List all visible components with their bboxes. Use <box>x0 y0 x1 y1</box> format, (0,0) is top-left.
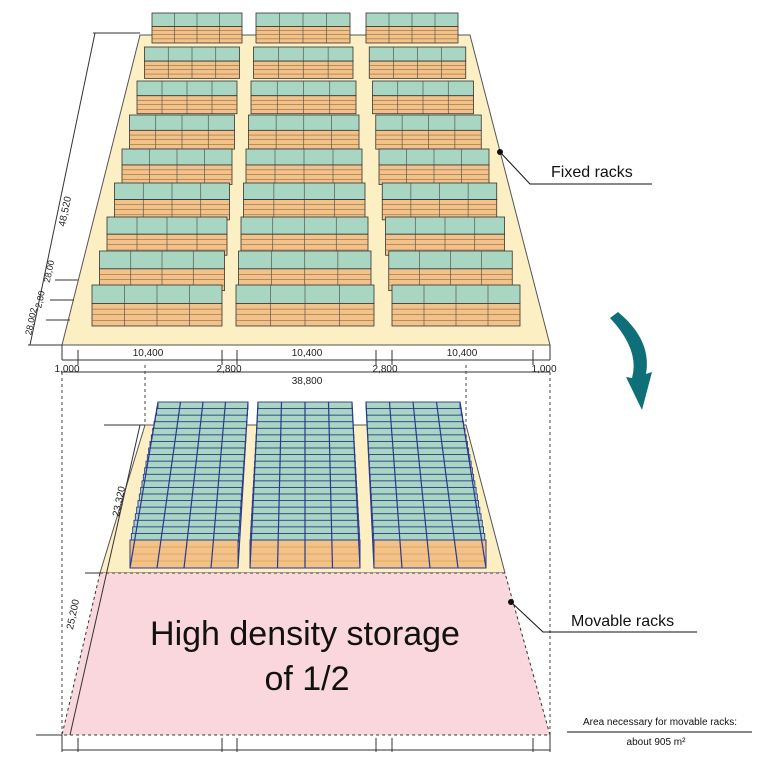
movable-racks-group <box>129 401 487 569</box>
rack-width-2-label: 10,400 <box>292 348 323 359</box>
movable-rack-frame <box>351 401 361 569</box>
projection-lines <box>61 365 551 735</box>
movable-rack-frame <box>327 401 334 569</box>
movable-rack-frame <box>237 401 249 569</box>
fixed-aisle-label: 28,00 <box>42 259 56 283</box>
movable-rack-frame <box>249 401 259 569</box>
movable-rack-frame <box>129 401 159 569</box>
fixed-small-label-2: 2,80 <box>33 290 46 309</box>
movable-rack-frame <box>412 401 431 569</box>
movable-rack-frame <box>210 401 227 569</box>
edge-right-label: 1,000 <box>531 364 556 375</box>
fixed-racks-label: Fixed racks <box>551 164 633 181</box>
fixed-small-label-1: 28,002 <box>23 307 39 336</box>
fixed-depth-label: 48,520 <box>57 195 74 228</box>
fixed-depth-dimension <box>28 32 140 346</box>
movable-dimension-lines <box>36 424 551 752</box>
saved-depth-label: 25,200 <box>65 598 82 631</box>
movable-rack-frame <box>365 401 375 569</box>
transition-arrow-icon <box>610 312 652 410</box>
movable-rack-frame <box>435 401 459 569</box>
rack-width-1-label: 10,400 <box>133 348 164 359</box>
high-density-title-line1: High density storage <box>150 615 460 653</box>
movable-rack-frame <box>459 401 487 569</box>
area-note-line2: about 905 m² <box>627 737 687 748</box>
saved-area <box>61 572 551 736</box>
movable-racks-label: Movable racks <box>571 613 674 630</box>
movable-rack-frame <box>183 401 204 569</box>
aisle-2-label: 2,800 <box>372 364 397 375</box>
fixed-racks-leader-line <box>499 151 652 185</box>
movable-rack-frame <box>276 401 283 569</box>
total-width-label: 38,800 <box>292 376 323 387</box>
movable-racks-leader-line <box>510 601 697 633</box>
fixed-racks-group <box>91 12 521 327</box>
edge-left-label: 1,000 <box>54 364 79 375</box>
high-density-title-line2: of 1/2 <box>264 660 349 698</box>
area-note-line1: Area necessary for movable racks: <box>583 717 737 728</box>
movable-rack-frame <box>156 401 182 569</box>
aisle-1-label: 2,800 <box>216 364 241 375</box>
rack-width-3-label: 10,400 <box>447 348 478 359</box>
width-dimension-lines <box>61 345 551 373</box>
movable-rack-frame <box>388 401 403 569</box>
